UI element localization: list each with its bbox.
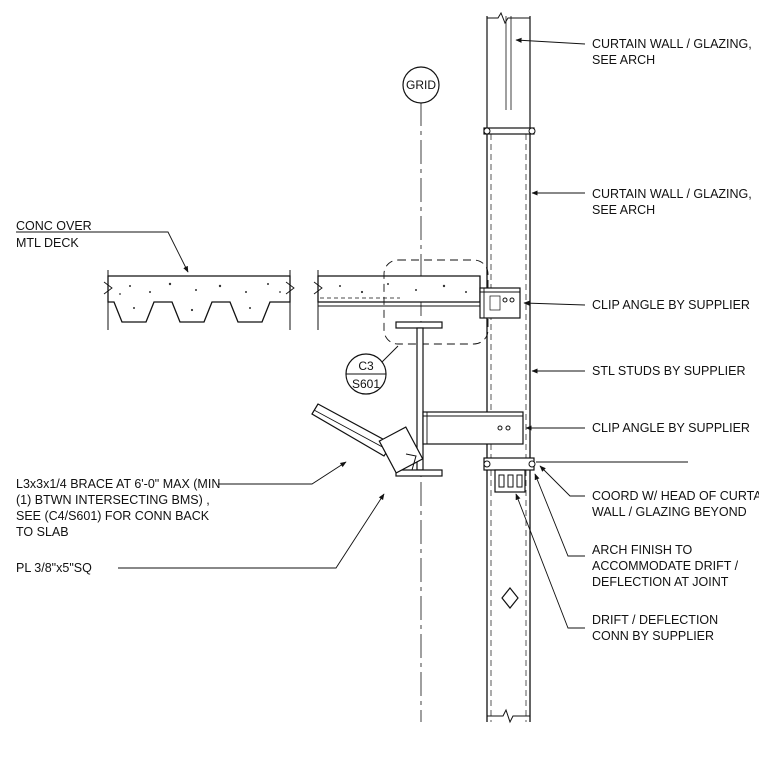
diagonal-brace — [311, 403, 424, 474]
svg-text:CURTAIN WALL / GLAZING,: CURTAIN WALL / GLAZING, — [592, 187, 752, 201]
svg-text:SEE (C4/S601) FOR CONN BACK: SEE (C4/S601) FOR CONN BACK — [16, 509, 210, 523]
section-tag-number: C3 — [358, 359, 374, 373]
note-conc-deck: CONC OVER MTL DECK — [16, 219, 92, 250]
concrete-deck-left — [103, 270, 295, 330]
svg-text:L3x3x1/4 BRACE AT 6'-0" MAX (M: L3x3x1/4 BRACE AT 6'-0" MAX (MIN — [16, 477, 220, 491]
note-clip-angle-lower: CLIP ANGLE BY SUPPLIER — [592, 421, 750, 435]
steel-stud-column — [483, 134, 536, 724]
svg-text:CONN BY SUPPLIER: CONN BY SUPPLIER — [592, 629, 714, 643]
note-coord-head: COORD W/ HEAD OF CURTAIN WALL / GLAZING … — [592, 489, 759, 519]
svg-text:CLIP ANGLE BY SUPPLIER: CLIP ANGLE BY SUPPLIER — [592, 298, 750, 312]
svg-text:PL 3/8"x5"SQ: PL 3/8"x5"SQ — [16, 561, 92, 575]
svg-text:ARCH FINISH TO: ARCH FINISH TO — [592, 543, 693, 557]
svg-text:CONC OVER: CONC OVER — [16, 219, 92, 233]
lower-clip-angle — [422, 411, 524, 445]
concrete-slab-right — [313, 270, 481, 330]
svg-text:(1) BTWN INTERSECTING BMS) ,: (1) BTWN INTERSECTING BMS) , — [16, 493, 210, 507]
grid-label: GRID — [406, 78, 436, 92]
svg-text:SEE ARCH: SEE ARCH — [592, 203, 655, 217]
svg-text:DEFLECTION AT JOINT: DEFLECTION AT JOINT — [592, 575, 729, 589]
svg-text:DRIFT / DEFLECTION: DRIFT / DEFLECTION — [592, 613, 718, 627]
note-clip-angle-upper: CLIP ANGLE BY SUPPLIER — [592, 298, 750, 312]
upper-clip-angle — [479, 287, 521, 319]
leaders — [16, 37, 688, 629]
note-brace: L3x3x1/4 BRACE AT 6'-0" MAX (MIN (1) BTW… — [16, 477, 220, 539]
note-arch-finish: ARCH FINISH TO ACCOMMODATE DRIFT / DEFLE… — [592, 543, 739, 589]
note-drift-conn: DRIFT / DEFLECTION CONN BY SUPPLIER — [592, 613, 718, 643]
note-plate: PL 3/8"x5"SQ — [16, 561, 92, 575]
note-curtain-wall-mid: CURTAIN WALL / GLAZING, SEE ARCH — [592, 187, 752, 217]
grid-bubble: GRID — [402, 66, 440, 104]
svg-text:COORD W/ HEAD OF CURTAIN: COORD W/ HEAD OF CURTAIN — [592, 489, 759, 503]
section-tag-sheet: S601 — [352, 377, 380, 391]
svg-text:WALL / GLAZING BEYOND: WALL / GLAZING BEYOND — [592, 505, 747, 519]
svg-text:ACCOMMODATE DRIFT /: ACCOMMODATE DRIFT / — [592, 559, 739, 573]
detail-callout-box — [383, 259, 489, 345]
svg-text:CLIP ANGLE BY SUPPLIER: CLIP ANGLE BY SUPPLIER — [592, 421, 750, 435]
svg-text:MTL DECK: MTL DECK — [16, 236, 79, 250]
note-stl-studs: STL STUDS BY SUPPLIER — [592, 364, 746, 378]
note-curtain-wall-top: CURTAIN WALL / GLAZING, SEE ARCH — [592, 37, 752, 67]
svg-text:SEE ARCH: SEE ARCH — [592, 53, 655, 67]
svg-text:STL STUDS BY SUPPLIER: STL STUDS BY SUPPLIER — [592, 364, 746, 378]
section-tag: C3 S601 — [345, 345, 399, 395]
svg-text:TO SLAB: TO SLAB — [16, 525, 69, 539]
svg-text:CURTAIN WALL / GLAZING,: CURTAIN WALL / GLAZING, — [592, 37, 752, 51]
curtain-wall-mullion — [483, 11, 536, 135]
